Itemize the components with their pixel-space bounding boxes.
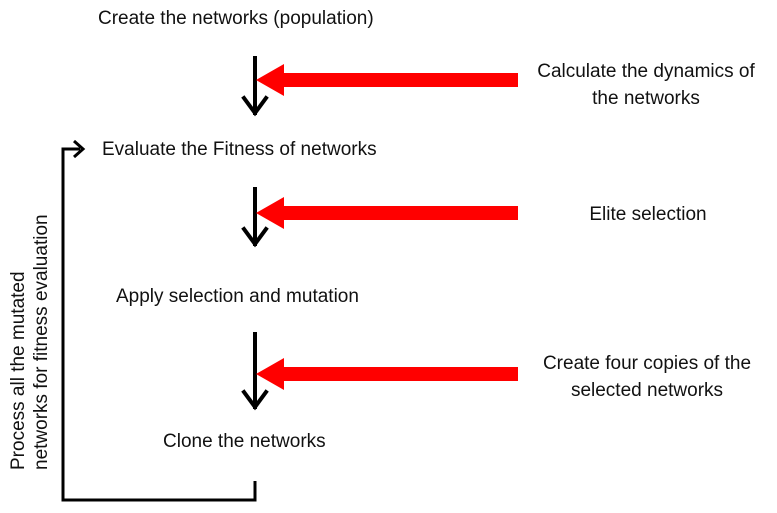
feedback-loop-label-line1: Process all the mutated bbox=[8, 271, 29, 470]
feedback-loop-label: Process all the mutated networks for fit… bbox=[8, 214, 52, 470]
annotation-dynamics-line1: Calculate the dynamics of bbox=[537, 61, 755, 82]
feedback-loop-label-line2: networks for fitness evaluation bbox=[31, 214, 52, 470]
step-apply-selection-mutation: Apply selection and mutation bbox=[116, 286, 359, 307]
step-evaluate-fitness: Evaluate the Fitness of networks bbox=[102, 139, 377, 160]
annotation-copies-line1: Create four copies of the bbox=[543, 353, 751, 374]
flow-arrow-1 bbox=[241, 56, 269, 117]
feedback-loop-arrow bbox=[61, 139, 257, 502]
annotation-arrow-copies bbox=[256, 358, 518, 390]
annotation-arrow-dynamics bbox=[256, 64, 518, 96]
flow-arrow-2 bbox=[241, 187, 269, 248]
step-create-networks: Create the networks (population) bbox=[98, 8, 374, 29]
step-clone-networks: Clone the networks bbox=[163, 431, 326, 452]
annotation-dynamics-line2: the networks bbox=[592, 88, 700, 109]
flow-arrow-3 bbox=[241, 332, 269, 411]
annotation-elite-selection: Elite selection bbox=[589, 204, 706, 225]
annotation-copies-line2: selected networks bbox=[571, 380, 723, 401]
annotation-arrow-elite bbox=[256, 197, 518, 229]
